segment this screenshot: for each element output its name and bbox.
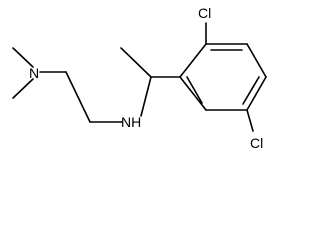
atom-label-n-dimethyl: N — [29, 65, 39, 81]
ring-bond-c4-c5 — [246, 76, 267, 111]
structure-diagram: N NH Cl Cl — [12, 5, 267, 151]
atom-label-cl-top: Cl — [198, 5, 211, 21]
bond-nh-ch — [140, 76, 152, 117]
ring-bond-c1-c2 — [179, 43, 207, 78]
bond-ring-cl-bottom — [246, 109, 254, 132]
bond-ch-methyl — [120, 47, 152, 78]
bond-methyl-top-n — [12, 47, 34, 68]
ring-bond-c6-c1 — [179, 76, 207, 111]
ring-bond-c3-c4 — [246, 43, 267, 78]
bond-ch2-ch2 — [65, 71, 91, 123]
atom-label-nh: NH — [121, 114, 141, 130]
ring-double-bond-left — [186, 76, 203, 104]
ring-double-bond-right — [242, 76, 260, 105]
bond-n-methyl-bottom — [12, 78, 34, 99]
atom-label-cl-bottom: Cl — [250, 135, 263, 151]
